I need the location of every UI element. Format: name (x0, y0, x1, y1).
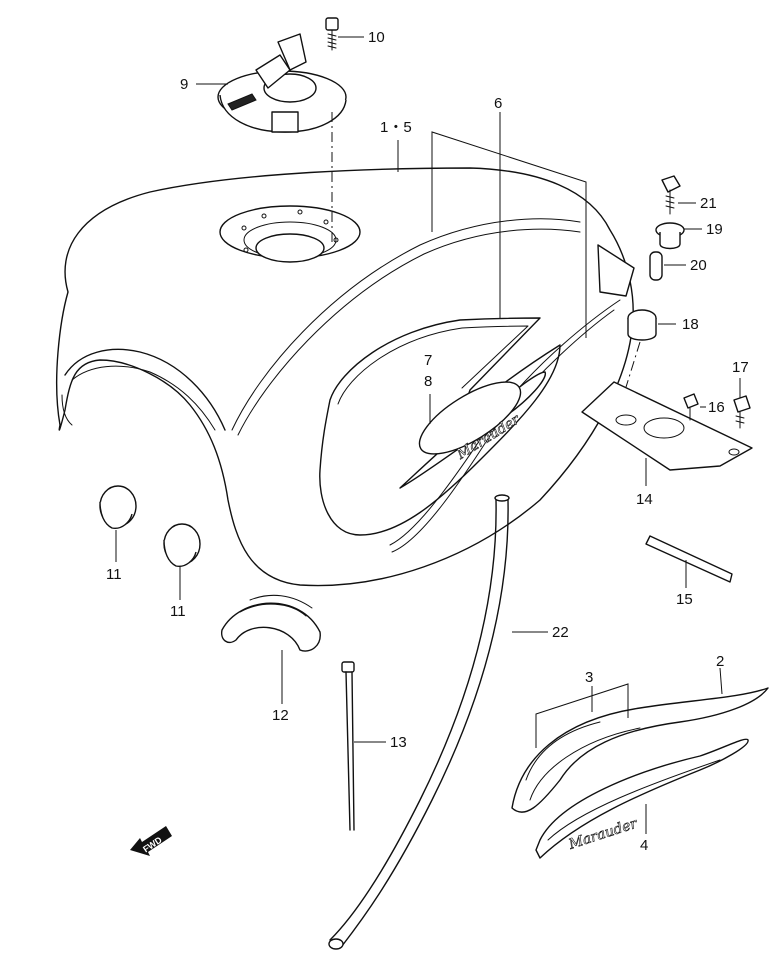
strip-15 (645, 535, 733, 583)
bolt-21 (661, 175, 681, 215)
grommet-11b (163, 523, 201, 567)
callout-7: 7 (424, 352, 432, 369)
callout-22: 22 (552, 624, 569, 641)
callout-11b: 11 (170, 603, 186, 620)
callout-6: 6 (494, 95, 502, 112)
callout-8: 8 (424, 373, 432, 390)
side-emblem: Marauder (511, 687, 769, 859)
fuel-cap (217, 33, 347, 133)
callout-3: 3 (585, 669, 593, 686)
callout-10: 10 (368, 29, 385, 46)
callout-21: 21 (700, 195, 717, 212)
pin-20 (649, 251, 663, 281)
fwd-arrow-icon: FWD (130, 826, 172, 856)
cushion-12 (221, 594, 321, 652)
cushion-18 (627, 309, 657, 341)
callout-4: 4 (640, 837, 648, 854)
callout-15: 15 (676, 591, 693, 608)
callout-14: 14 (636, 491, 653, 508)
callouts: 10 9 1・5 6 21 19 20 18 7 8 17 16 14 11 1… (106, 29, 749, 854)
clamp-13 (341, 661, 355, 831)
callout-12: 12 (272, 707, 289, 724)
callout-1-5: 1・5 (380, 119, 412, 136)
callout-17: 17 (732, 359, 749, 376)
callout-13: 13 (390, 734, 407, 751)
callout-16: 16 (708, 399, 725, 416)
filler-opening (219, 205, 361, 263)
mount-bracket (581, 381, 753, 471)
callout-9: 9 (180, 76, 188, 93)
callout-20: 20 (690, 257, 707, 274)
hose-22 (328, 494, 510, 950)
bolt-16 (683, 393, 699, 421)
fuel-tank: Marauder (56, 167, 635, 587)
callout-19: 19 (706, 221, 723, 238)
leader-lines (115, 36, 741, 834)
callout-2: 2 (716, 653, 724, 670)
cap-bolt (325, 17, 339, 51)
callout-11a: 11 (106, 566, 122, 583)
collar-19 (655, 222, 685, 250)
grommet-11a (99, 485, 137, 529)
callout-18: 18 (682, 316, 699, 333)
bolt-17 (733, 395, 751, 429)
